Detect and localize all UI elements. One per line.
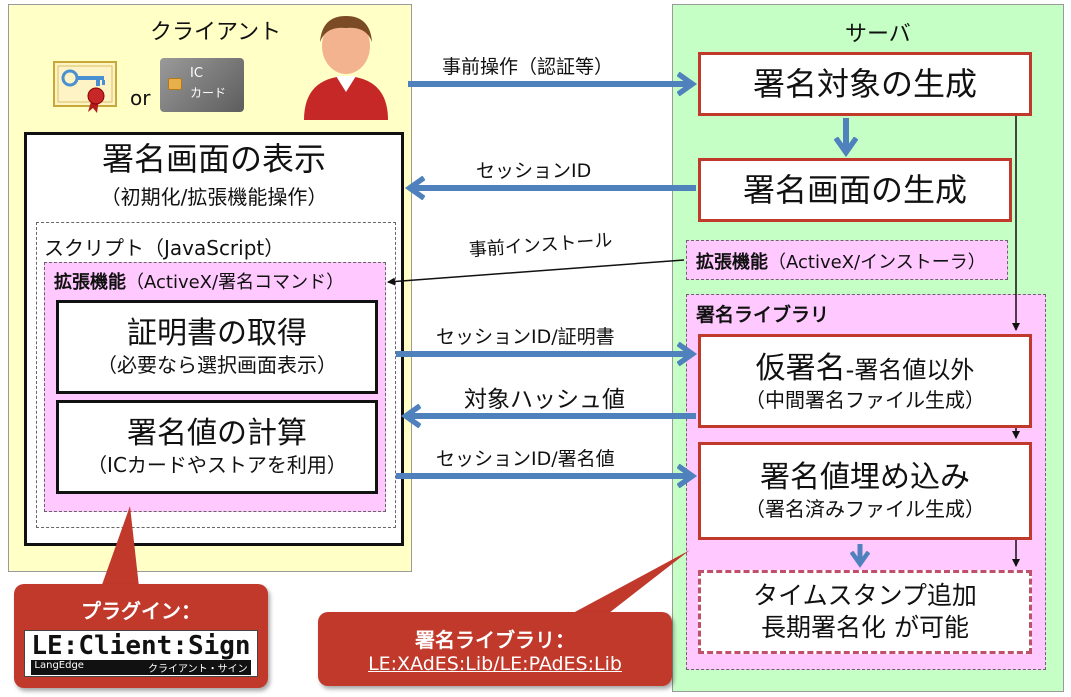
gen-target-box: 署名対象の生成 xyxy=(698,52,1032,116)
calc-sig-subtitle: （ICカードやストアを利用） xyxy=(87,453,347,477)
timestamp-line-1: タイムスタンプ追加 xyxy=(753,580,977,610)
plugin-callout-pointer xyxy=(98,506,140,596)
library-callout: 署名ライブラリ： LE:XAdES:Lib/LE:PAdES:Lib xyxy=(318,612,672,686)
client-extension-label: 拡張機能（ActiveX/署名コマンド） xyxy=(54,268,344,294)
provisional-sign-subtitle: （中間署名ファイル生成） xyxy=(745,387,985,412)
server-extension-label-rest: （ActiveX/インストーラ） xyxy=(768,252,986,273)
plugin-logo-part3: Sign xyxy=(187,631,251,661)
ic-card-label-1: IC xyxy=(190,66,203,81)
calc-sig-box: 署名値の計算 （ICカードやストアを利用） xyxy=(56,400,378,494)
embed-sig-title: 署名値埋め込み xyxy=(760,460,970,495)
provisional-sign-title: 仮署名-署名値以外 xyxy=(756,350,975,387)
get-cert-subtitle: （必要なら選択画面表示） xyxy=(97,353,337,377)
server-extension-label-bold: 拡張機能 xyxy=(696,252,768,273)
label-session-id: セッションID xyxy=(476,160,592,182)
plugin-logo-part1: LE xyxy=(31,631,63,661)
plugin-logo-sub-left: LangEdge xyxy=(34,660,84,671)
user-icon xyxy=(296,8,396,120)
get-cert-title: 証明書の取得 xyxy=(127,316,307,351)
label-session-cert: セッションID/証明書 xyxy=(436,326,615,348)
provisional-sign-main: 仮署名 xyxy=(755,350,846,386)
gen-screen-title: 署名画面の生成 xyxy=(742,170,967,209)
library-callout-title: 署名ライブラリ： xyxy=(415,627,575,652)
client-title: クライアント xyxy=(150,20,282,45)
script-label: スクリプト（JavaScript） xyxy=(44,236,285,260)
sign-library-label: 署名ライブラリ xyxy=(696,304,830,326)
plugin-callout-title: プラグイン： xyxy=(81,599,201,623)
plugin-logo-sub-right: クライアント・サイン xyxy=(147,664,248,675)
sign-screen-title: 署名画面の表示 xyxy=(101,140,326,178)
certificate-icon xyxy=(52,58,118,114)
server-title: サーバ xyxy=(845,22,911,47)
server-extension-box xyxy=(686,240,1008,280)
client-extension-label-rest: （ActiveX/署名コマンド） xyxy=(126,272,345,293)
library-callout-pointer xyxy=(560,550,690,620)
arrow-pre-install xyxy=(387,259,685,286)
calc-sig-title: 署名値の計算 xyxy=(127,416,307,451)
sign-screen-subtitle: （初期化/拡張機能操作） xyxy=(100,185,328,209)
plugin-logo-part2: Client xyxy=(78,631,173,661)
library-callout-text: LE:XAdES:Lib/LE:PAdES:Lib xyxy=(368,652,622,675)
embed-sig-subtitle: （署名済みファイル生成） xyxy=(745,497,985,521)
label-hash: 対象ハッシュ値 xyxy=(464,387,625,413)
timestamp-line-2: 長期署名化 が可能 xyxy=(761,613,969,642)
ic-card-icon: IC カード xyxy=(160,58,244,112)
timestamp-box: タイムスタンプ追加 長期署名化 が可能 xyxy=(698,570,1032,654)
gen-target-title: 署名対象の生成 xyxy=(752,64,977,103)
provisional-sign-box: 仮署名-署名値以外 （中間署名ファイル生成） xyxy=(698,334,1032,428)
provisional-sign-rest: -署名値以外 xyxy=(845,355,975,384)
client-extension-label-bold: 拡張機能 xyxy=(54,272,126,293)
ic-card-label-2: カード xyxy=(190,86,227,100)
gen-screen-box: 署名画面の生成 xyxy=(698,158,1012,222)
or-text: or xyxy=(130,86,151,110)
server-extension-label: 拡張機能（ActiveX/インストーラ） xyxy=(696,248,986,274)
label-session-sig: セッションID/署名値 xyxy=(436,448,615,470)
embed-sig-box: 署名値埋め込み （署名済みファイル生成） xyxy=(698,442,1032,540)
script-area xyxy=(36,222,396,528)
label-pre-op: 事前操作（認証等） xyxy=(442,56,614,78)
get-cert-box: 証明書の取得 （必要なら選択画面表示） xyxy=(56,300,378,394)
